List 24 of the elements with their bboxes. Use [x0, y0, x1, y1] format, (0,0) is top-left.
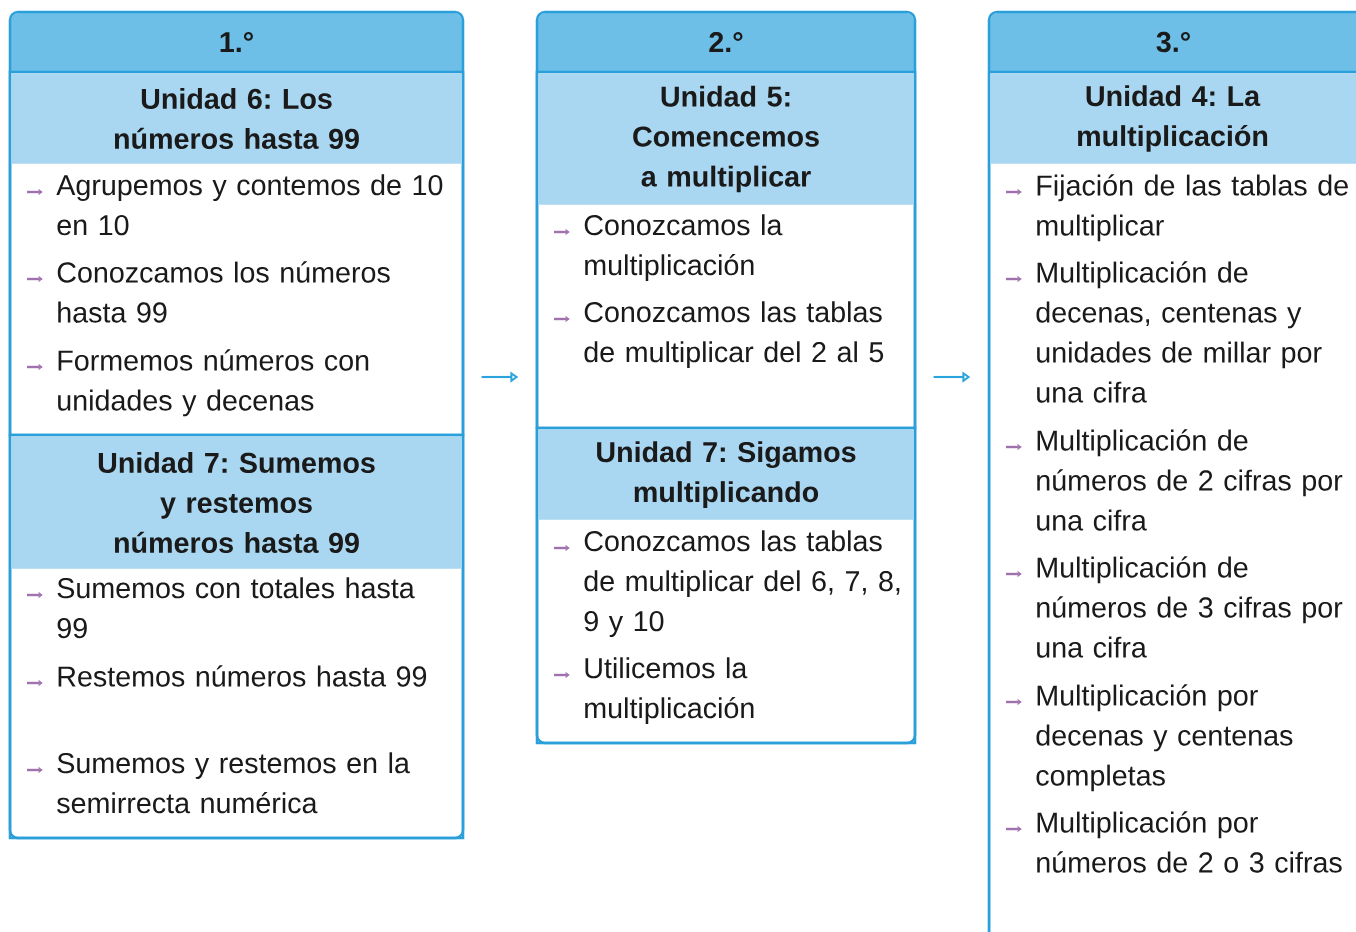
list-item: Multiplicación por decenas y centenas completas	[1006, 684, 1293, 792]
unit-title-band: Unidad 5: Comencemos a multiplicar	[538, 73, 914, 205]
list-item: Conozcamos los números hasta 99	[27, 261, 390, 323]
unit-title-band: Unidad 7: Sumemos y restemos números hasta 99	[11, 436, 462, 569]
grade-header: 2.°	[538, 13, 914, 72]
list-item: Multiplicación por números de 2 o 3 cifras	[1006, 811, 1342, 873]
list-item: Multiplicación de decenas, centenas y unidades de millar por una cifra	[1006, 261, 1322, 403]
list-item: Conozcamos las tablas de multiplicar del 2 al 5	[554, 301, 884, 368]
list-item: Agrupemos y contemos de 10 en 10	[27, 174, 443, 236]
list-item: Conozcamos la multiplicación	[554, 214, 783, 281]
list-item: Fijación de las tablas de multiplicar	[1006, 174, 1348, 242]
list-item: Sumemos y restemos en la semirrecta numérica	[27, 752, 410, 814]
list-item: Restemos números hasta 99	[27, 665, 427, 687]
unit-title-band: Unidad 7: Sigamos multiplicando	[538, 429, 914, 520]
list-item: Multiplicación de números de 3 cifras por una cifra	[1006, 556, 1343, 658]
unit-title-band: Unidad 6: Los números hasta 99	[11, 73, 462, 164]
list-item: Multiplicación de números de 2 cifras por una cifra	[1006, 429, 1343, 531]
grade-header: 1.°	[11, 13, 462, 72]
list-item: Conozcamos las tablas de multiplicar del 6, 7, 8, 9 y 10	[554, 530, 900, 637]
list-item: Sumemos con totales hasta 99	[27, 577, 415, 639]
list-item: Utilicemos la multiplicación	[554, 657, 754, 724]
grade-header: 3.°	[990, 13, 1356, 72]
list-item: Formemos números con unidades y decenas	[27, 349, 369, 417]
unit-title-band: Unidad 4: La multiplicación	[990, 73, 1356, 164]
